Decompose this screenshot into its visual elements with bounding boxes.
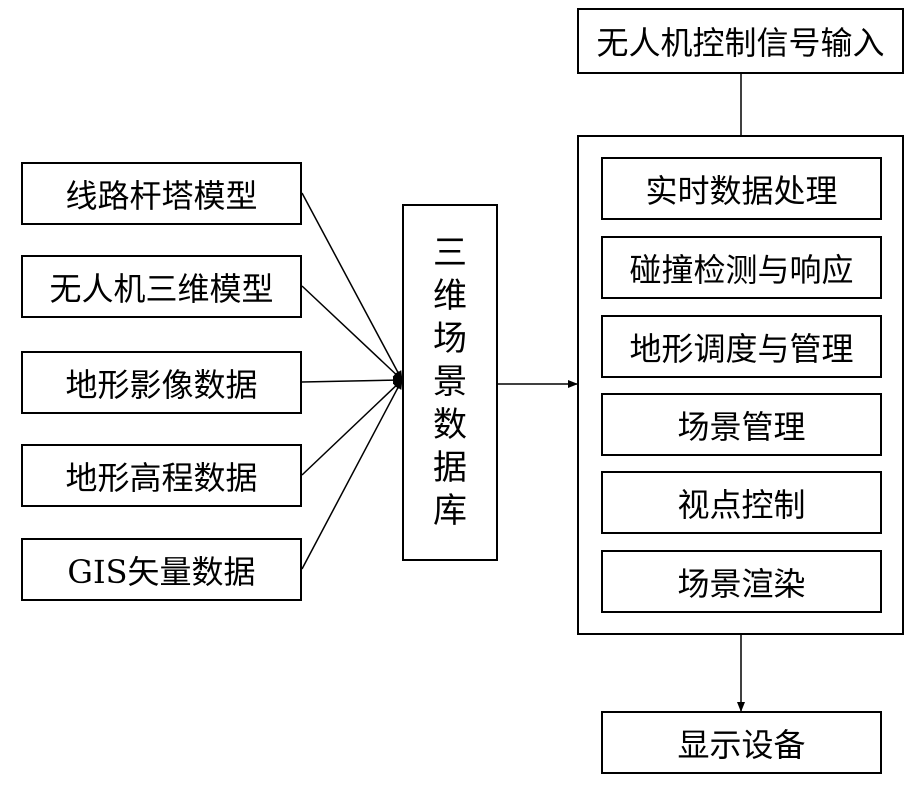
collision-detection-label: 碰撞检测与响应: [629, 250, 854, 289]
source-to-database-arrow-4: [301, 379, 403, 570]
source-to-database-arrow-3: [301, 379, 403, 476]
database-char: 景: [433, 362, 467, 402]
uav-3d-model-box: 无人机三维模型: [21, 255, 302, 318]
scene-management-label: 场景管理: [677, 407, 806, 446]
source-to-database-arrow-0: [301, 192, 403, 381]
uav-control-signal-input-label: 无人机控制信号输入: [596, 24, 885, 62]
database-char: 维: [433, 276, 467, 316]
realtime-data-processing-box: 实时数据处理: [601, 157, 882, 220]
viewpoint-control-box: 视点控制: [601, 471, 882, 534]
terrain-elevation-data-box: 地形高程数据: [21, 444, 302, 507]
display-device-label: 显示设备: [677, 725, 806, 764]
terrain-scheduling-label: 地形调度与管理: [629, 329, 854, 368]
database-char: 库: [433, 491, 467, 531]
database-char: 场: [433, 319, 467, 359]
line-tower-model-box: 线路杆塔模型: [21, 162, 302, 225]
realtime-data-processing-label: 实时数据处理: [645, 171, 838, 210]
terrain-scheduling-box: 地形调度与管理: [601, 315, 882, 378]
gis-vector-data-label: GIS矢量数据: [67, 552, 256, 591]
terrain-image-data-label: 地形影像数据: [65, 365, 258, 404]
terrain-elevation-data-label: 地形高程数据: [65, 458, 258, 497]
scene-rendering-box: 场景渲染: [601, 550, 882, 613]
database-char: 据: [433, 448, 467, 488]
uav-3d-model-label: 无人机三维模型: [49, 269, 274, 308]
terrain-image-data-box: 地形影像数据: [21, 351, 302, 414]
collision-detection-box: 碰撞检测与响应: [601, 236, 882, 299]
viewpoint-control-label: 视点控制: [677, 485, 806, 524]
database-char: 数: [433, 405, 467, 445]
scene-management-box: 场景管理: [601, 393, 882, 456]
3d-scene-database-box: 三 维 场 景 数 据 库: [402, 204, 498, 561]
line-tower-model-label: 线路杆塔模型: [65, 176, 258, 215]
scene-rendering-label: 场景渲染: [677, 564, 806, 603]
database-char: 三: [433, 233, 467, 273]
3d-scene-database-label: 三 维 场 景 数 据 库: [404, 206, 496, 559]
display-device-box: 显示设备: [601, 711, 882, 774]
source-to-database-arrow-2: [301, 376, 403, 385]
source-to-database-arrow-1: [301, 285, 403, 381]
uav-control-signal-input-box: 无人机控制信号输入: [577, 8, 904, 74]
gis-vector-data-box: GIS矢量数据: [21, 538, 302, 601]
